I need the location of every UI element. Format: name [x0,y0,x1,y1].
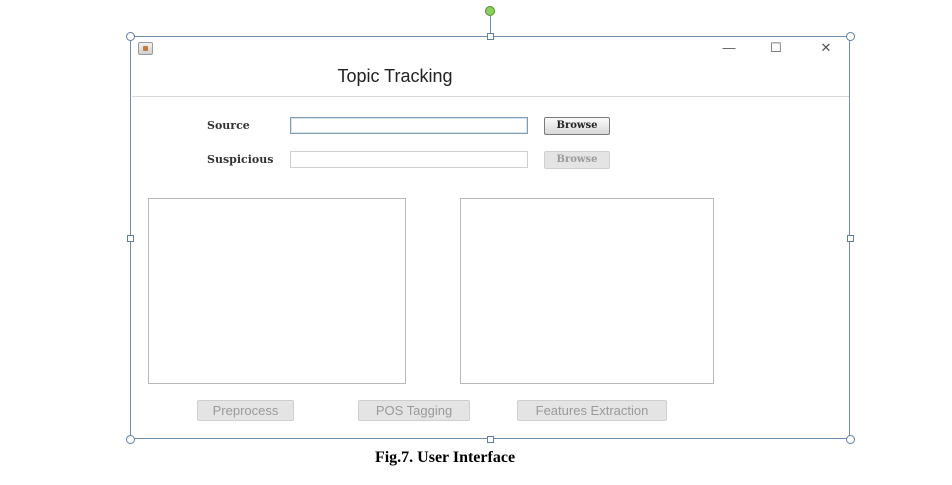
close-icon[interactable]: ✕ [820,40,832,55]
resize-handle-bottom-right[interactable] [846,435,855,444]
rotation-handle[interactable] [485,6,495,16]
source-text-area[interactable] [148,198,406,384]
resize-handle-bottom-left[interactable] [126,435,135,444]
maximize-icon[interactable]: ☐ [770,40,782,55]
resize-handle-right[interactable] [847,235,854,242]
resize-handle-top-left[interactable] [126,32,135,41]
java-app-icon [138,42,153,55]
preprocess-button[interactable]: Preprocess [197,400,294,421]
features-extraction-button[interactable]: Features Extraction [517,400,667,421]
rotation-handle-stem [490,16,491,36]
title-divider [132,96,849,97]
resize-handle-bottom[interactable] [487,436,494,443]
source-browse-button[interactable]: Browse [544,117,610,135]
resize-handle-left[interactable] [127,235,134,242]
pos-tagging-button[interactable]: POS Tagging [358,400,470,421]
suspicious-browse-button[interactable]: Browse [544,151,610,169]
resize-handle-top[interactable] [487,33,494,40]
source-path-input[interactable] [290,117,528,134]
suspicious-label: Suspicious [207,153,274,166]
window-title: Topic Tracking [337,66,453,86]
suspicious-text-area[interactable] [460,198,714,384]
figure-caption: Fig.7. User Interface [374,449,516,466]
source-label: Source [207,119,250,132]
suspicious-path-input[interactable] [290,151,528,168]
resize-handle-top-right[interactable] [846,32,855,41]
minimize-icon[interactable]: — [722,40,736,55]
